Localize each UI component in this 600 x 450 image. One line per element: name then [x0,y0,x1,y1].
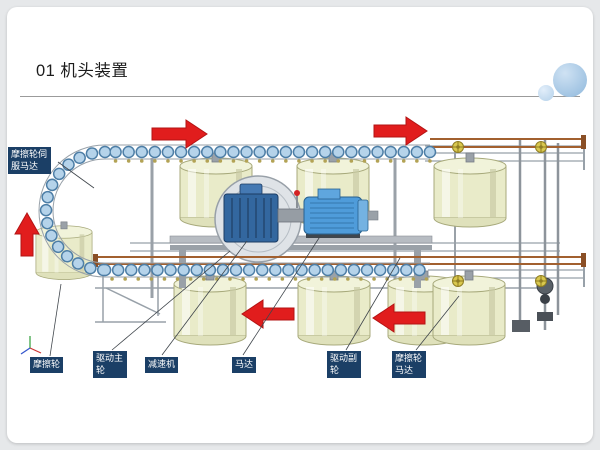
title-divider [20,96,580,97]
arrow-left-bottom-center-icon [241,299,295,329]
arrow-left-bottom-right-icon [372,303,426,333]
label-drive-main-wheel: 驱动主轮 [93,351,127,379]
roller-top-3 [433,152,507,228]
handwheel-icon [452,141,464,153]
drive-unit [169,175,433,288]
label-friction-wheel: 摩擦轮 [30,357,64,373]
page-title: 01 机头装置 [36,62,129,80]
coordinate-axes-icon [20,336,42,355]
trolley-chain [39,145,437,277]
indicator-pin [294,190,300,208]
label-friction-servo-motor: 摩擦轮伺服马达 [8,147,51,175]
coupling [277,208,306,223]
decorative-circle-icon [553,63,587,97]
arrow-right-top-right-icon [373,116,428,146]
label-reducer: 减速机 [145,357,179,373]
roller-bottom-4 [432,270,506,346]
arrow-up-left-icon [14,211,40,257]
handwheel-icon [535,275,547,287]
leader-lines [49,161,460,357]
gear-reducer [223,183,279,243]
label-motor: 马达 [232,357,257,373]
conveyor-track [38,144,437,281]
label-friction-wheel-motor: 摩擦轮马达 [392,351,426,379]
handwheel-icon [452,275,464,287]
label-drive-aux-wheel: 驱动副轮 [327,351,361,379]
handwheel-icon [535,141,547,153]
roller-left-end [35,221,93,280]
drive-motor [303,188,379,238]
decorative-circle-small-icon [538,85,554,101]
roller-bottom-2 [297,270,371,346]
arrow-right-top-left-icon [151,119,208,149]
direction-arrows [14,116,428,333]
